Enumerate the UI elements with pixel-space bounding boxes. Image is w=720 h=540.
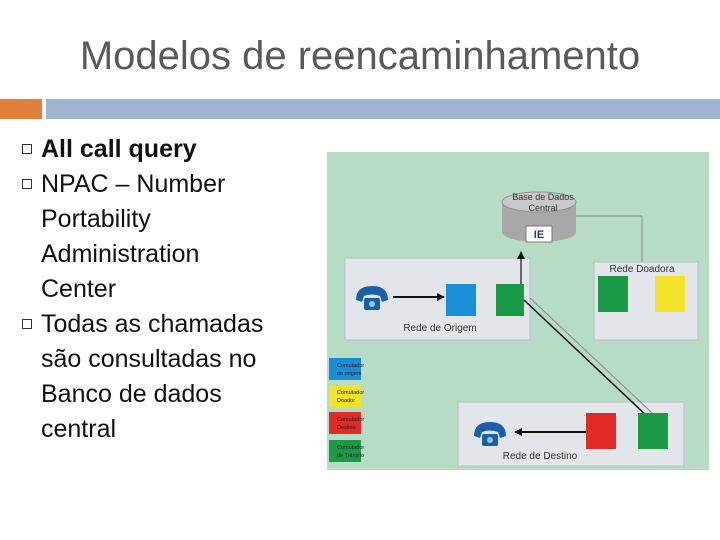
bullet-text: Todas as chamadas são consultadas no Ban… — [41, 310, 264, 443]
square-bullet-icon — [22, 144, 32, 154]
legend-swatch-transit — [329, 440, 361, 462]
square-bullet-icon — [22, 179, 32, 189]
database-tag-box — [525, 225, 553, 243]
legend-label: Comutador — [337, 417, 364, 423]
bullet-item: NPAC – Number Portability Administration… — [20, 167, 280, 307]
bullet-text: All call query — [41, 135, 197, 163]
legend: Comutador de origem Comutador Doador Com… — [329, 358, 364, 462]
legend-label: Comutador — [337, 390, 364, 396]
donor-switch-green — [598, 276, 628, 312]
phone-icon — [474, 422, 506, 446]
transit-switch-green-origin — [496, 284, 524, 316]
origin-network-label: Rede de Origem — [403, 323, 476, 334]
destination-network-label: Rede de Destino — [503, 451, 578, 462]
legend-label: de origem — [337, 371, 362, 377]
donor-network-label: Rede Doadora — [609, 264, 674, 275]
legend-label: Destino — [337, 425, 356, 431]
legend-swatch-destination — [329, 412, 361, 434]
origin-switch-blue — [446, 284, 476, 316]
square-bullet-icon — [22, 319, 32, 329]
slide-title: Modelos de reencaminhamento — [79, 34, 641, 78]
database-tag: IE — [534, 229, 544, 241]
legend-label: Doador — [337, 398, 355, 404]
phone-icon — [356, 286, 388, 310]
accent-bar-orange — [0, 99, 42, 119]
legend-swatch-donor — [329, 385, 361, 407]
destination-switch-red — [586, 413, 616, 449]
bullet-list: All call query NPAC – Number Portability… — [20, 132, 280, 447]
trunk-line — [523, 299, 667, 435]
legend-label: Comutador — [337, 445, 364, 451]
legend-label: de Trânsito — [337, 453, 364, 459]
donor-switch-yellow — [655, 276, 685, 312]
bullet-item: Todas as chamadas são consultadas no Ban… — [20, 307, 280, 447]
transit-switch-green-destination — [638, 413, 668, 449]
database-label-line2: Central — [528, 203, 557, 213]
bullet-item: All call query — [20, 132, 280, 167]
legend-label: Comutador — [337, 363, 364, 369]
accent-bar-blue — [46, 99, 720, 119]
central-database: Base de Dados Central IE — [501, 191, 577, 243]
trunk-line-parallel — [529, 297, 669, 429]
database-label-line1: Base de Dados — [512, 192, 574, 202]
bullet-text: NPAC – Number Portability Administration… — [41, 170, 226, 303]
legend-swatch-origin — [329, 358, 361, 380]
